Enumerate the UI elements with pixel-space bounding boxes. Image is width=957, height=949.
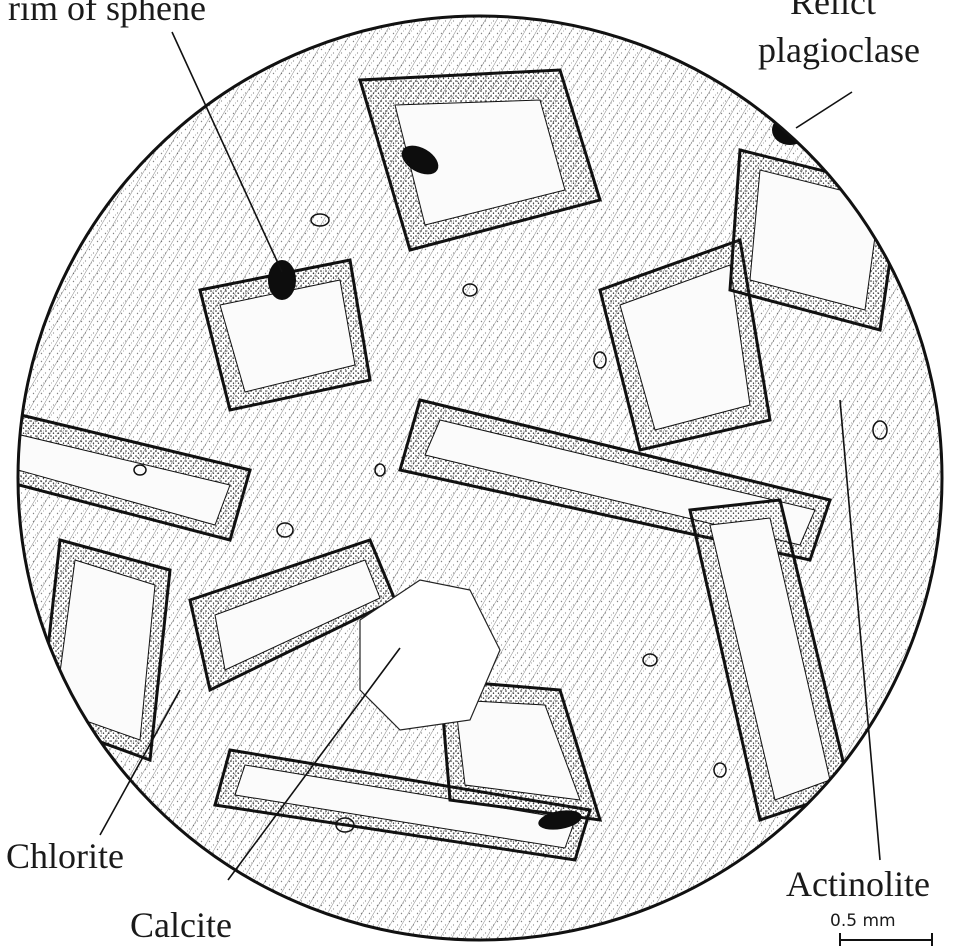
label-rim-of-sphene: rim of sphene [8,0,206,28]
label-relict-line1: Relict [790,0,876,22]
scale-bar-label: 0.5 mm [830,911,896,931]
label-actinolite: Actinolite [786,864,930,904]
label-relict-line2: plagioclase [758,30,920,70]
label-chlorite: Chlorite [6,836,124,876]
label-calcite: Calcite [130,905,232,945]
scale-bar: 0.5 mm [830,911,932,946]
